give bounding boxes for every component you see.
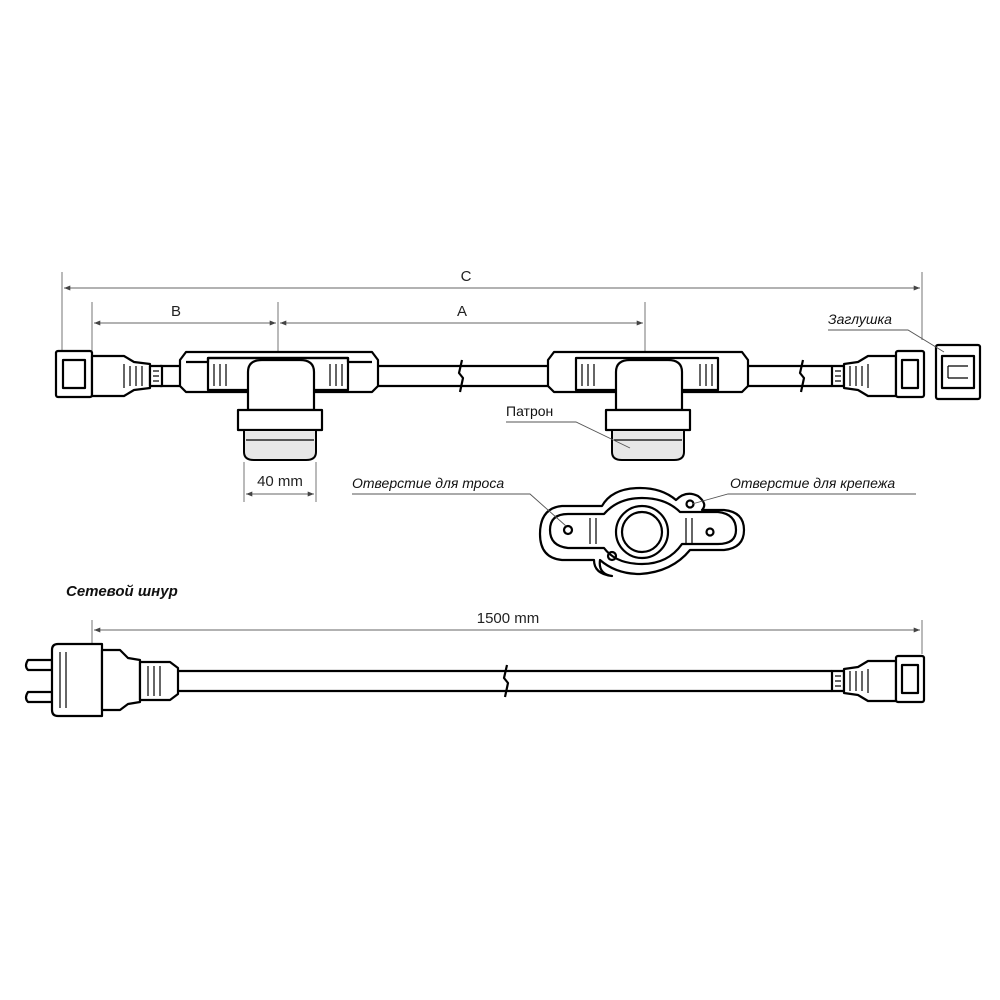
power-cord-title: Сетевой шнур — [66, 583, 178, 600]
left-connector — [54, 349, 164, 399]
socket-holder-2 — [546, 350, 750, 461]
mount-hole-label: Отверстие для крепежа — [730, 475, 895, 491]
dimension-lines — [61, 272, 923, 356]
mount-bracket — [538, 486, 746, 578]
dimension-b-label: B — [171, 303, 181, 320]
end-cap — [934, 343, 982, 401]
socket-width-label: 40 mm — [257, 473, 303, 490]
end-cap-label: Заглушка — [828, 311, 892, 327]
socket-width-dimension — [243, 462, 317, 502]
socket-holder-1 — [178, 350, 380, 461]
mount-hole-leader — [691, 493, 916, 505]
socket-label: Патрон — [506, 403, 553, 419]
right-connector — [830, 349, 926, 399]
socket-leader — [506, 421, 631, 449]
power-cord-length-label: 1500 mm — [477, 610, 540, 627]
cable-hole-label: Отверстие для троса — [352, 475, 504, 491]
end-cap-leader — [828, 329, 945, 353]
dimension-c-label: C — [461, 268, 472, 285]
power-cord — [24, 642, 926, 718]
cable-hole-leader — [352, 493, 567, 527]
dimension-a-label: A — [457, 303, 467, 320]
belt-cable — [160, 359, 832, 393]
